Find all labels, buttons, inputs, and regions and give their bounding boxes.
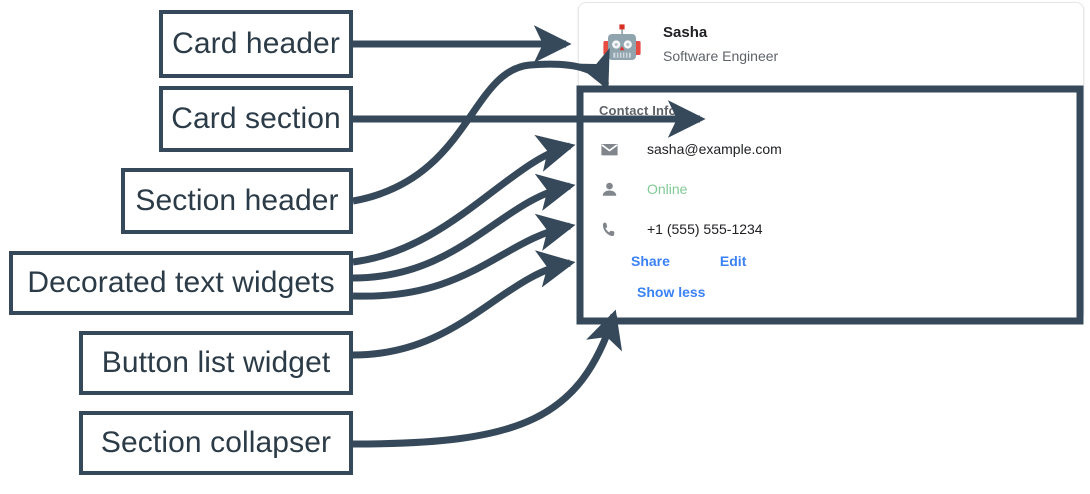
card-header: Sasha Software Engineer <box>579 3 1083 87</box>
phone-icon <box>599 219 619 239</box>
annotation-label-section-header: Section header <box>121 168 353 234</box>
decorated-text-widget-phone[interactable]: +1 (555) 555-1234 <box>599 212 1083 246</box>
button-list-widget: Share Edit <box>631 252 1083 271</box>
arrow-button-list <box>352 250 576 359</box>
card-section: Contact Info sasha@example.com <box>579 87 1083 316</box>
share-button[interactable]: Share <box>631 253 670 269</box>
arrow-section-collapser <box>352 309 623 448</box>
card-subtitle: Software Engineer <box>663 48 779 64</box>
section-header: Contact Info <box>599 103 677 118</box>
show-less-button[interactable]: Show less <box>637 284 706 300</box>
section-collapser: Show less <box>637 283 1083 302</box>
arrow-decorated-text-status <box>352 173 576 282</box>
person-icon <box>599 179 619 199</box>
arrow-section-header <box>352 47 610 205</box>
annotation-label-decorated-text-widgets: Decorated text widgets <box>9 251 353 315</box>
annotation-label-section-collapser: Section collapser <box>79 411 353 475</box>
arrow-decorated-text-phone <box>352 213 576 300</box>
arrow-decorated-text-email <box>352 134 576 266</box>
email-icon <box>599 139 619 159</box>
annotation-label-card-header: Card header <box>159 10 353 78</box>
card-header-text: Sasha Software Engineer <box>663 23 778 66</box>
decorated-text-value: Online <box>647 180 688 197</box>
card: Sasha Software Engineer Contact Info sas… <box>578 2 1084 320</box>
decorated-text-widget-email[interactable]: sasha@example.com <box>599 132 1083 166</box>
edit-button[interactable]: Edit <box>719 253 747 269</box>
robot-avatar-icon <box>599 22 645 68</box>
annotation-label-button-list-widget: Button list widget <box>79 331 353 395</box>
decorated-text-widget-status[interactable]: Online <box>599 172 1083 206</box>
decorated-text-value: +1 (555) 555-1234 <box>647 220 763 237</box>
card-title: Sasha <box>663 24 708 41</box>
decorated-text-value: sasha@example.com <box>647 140 782 157</box>
annotation-label-card-section: Card section <box>159 86 353 152</box>
